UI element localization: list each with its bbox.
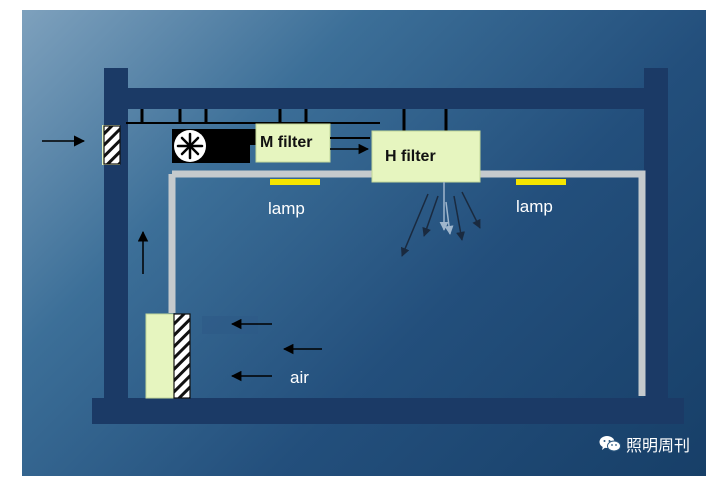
roof-beam — [104, 88, 668, 109]
airflow-shadow — [202, 316, 258, 334]
watermark: 照明周刊 — [599, 432, 690, 456]
m-filter-box — [255, 123, 331, 163]
lamp-left-label: lamp — [268, 199, 305, 218]
floor-slab — [92, 398, 684, 424]
downflow-arrows — [400, 182, 481, 257]
h-filter-box — [371, 130, 481, 183]
fresh-air-louver-hatch — [103, 125, 121, 165]
duct-hangers — [140, 109, 448, 131]
return-air-grille — [145, 313, 179, 399]
ceiling-line — [168, 170, 646, 396]
right-wall — [644, 68, 668, 404]
air-label: air — [290, 368, 309, 387]
lamp-right — [516, 179, 566, 185]
watermark-text: 照明周刊 — [625, 436, 690, 455]
wechat-icon — [599, 436, 621, 452]
m-filter-label: M filter — [260, 134, 313, 151]
fan-icon — [176, 132, 204, 160]
left-wall — [104, 68, 128, 402]
fan-outlet — [218, 129, 258, 145]
h-filter-label: H filter — [385, 148, 436, 165]
return-air-grille-hatch — [173, 313, 191, 399]
lamp-right-label: lamp — [516, 197, 553, 216]
lamp-left — [270, 179, 320, 185]
cleanroom-airflow-diagram — [42, 68, 684, 424]
diagram-canvas: M filter H filter lamp lamp air 照明周刊 — [22, 10, 706, 476]
